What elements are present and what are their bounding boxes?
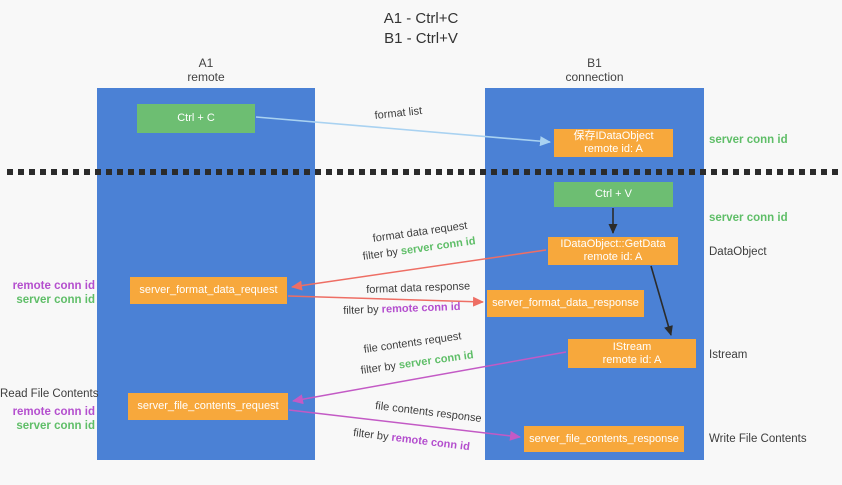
remote-conn-id-label: remote conn id bbox=[12, 280, 95, 292]
lane-header-b1: B1 connection bbox=[485, 56, 704, 84]
node-ctrl-c: Ctrl + C bbox=[137, 104, 255, 133]
lane-b1-name: B1 bbox=[587, 56, 602, 70]
node-file-response-label: server_file_contents_response bbox=[529, 432, 679, 445]
edge-label-filter-by-remote-2: filter by remote conn id bbox=[352, 427, 471, 454]
istream-label: Istream bbox=[709, 349, 748, 361]
node-istream-line2: remote id: A bbox=[602, 353, 662, 366]
server-conn-id-label: server conn id bbox=[16, 420, 95, 432]
left-conn-id-labels-top: remote conn id server conn id bbox=[8, 279, 95, 307]
server-conn-id-label: server conn id bbox=[16, 294, 95, 306]
lane-header-a1: A1 remote bbox=[97, 56, 315, 84]
node-ctrl-v: Ctrl + V bbox=[554, 182, 673, 207]
lane-b1-role: connection bbox=[565, 70, 624, 84]
node-ctrl-c-label: Ctrl + C bbox=[177, 112, 215, 124]
filter-by-text: filter by bbox=[343, 303, 382, 317]
write-file-contents-label: Write File Contents bbox=[709, 433, 807, 445]
node-save-idataobject-line1: 保存IDataObject bbox=[573, 130, 654, 142]
node-idataobject-getdata: IDataObject::GetData remote id: A bbox=[548, 237, 678, 265]
node-server-format-data-request: server_format_data_request bbox=[130, 277, 287, 304]
title-line-2: B1 - Ctrl+V bbox=[384, 30, 458, 47]
read-file-contents-label: Read File Contents bbox=[0, 388, 99, 400]
node-istream: IStream remote id: A bbox=[568, 339, 696, 368]
edge-label-format-data-response: format data response bbox=[366, 280, 471, 296]
node-ctrl-v-label: Ctrl + V bbox=[595, 188, 632, 200]
lane-a1-role: remote bbox=[187, 70, 225, 84]
edge-label-format-list: format list bbox=[374, 105, 423, 122]
remote-conn-id-text: remote conn id bbox=[390, 431, 471, 454]
node-file-request-label: server_file_contents_request bbox=[137, 400, 279, 412]
lane-a1-name: A1 bbox=[198, 56, 214, 70]
node-server-file-contents-request: server_file_contents_request bbox=[128, 393, 288, 420]
dataobject-label: DataObject bbox=[709, 246, 767, 258]
edge-label-filter-by-remote-1: filter by remote conn id bbox=[343, 301, 461, 318]
remote-conn-id-label: remote conn id bbox=[12, 406, 95, 418]
node-save-idataobject-line2: remote id: A bbox=[584, 143, 643, 155]
node-getdata-line1: IDataObject::GetData bbox=[560, 238, 666, 250]
filter-by-text: filter by bbox=[352, 427, 393, 444]
title-line-1: A1 - Ctrl+C bbox=[383, 10, 459, 27]
left-conn-id-labels-bottom: remote conn id server conn id bbox=[8, 405, 95, 433]
filter-by-text: filter by bbox=[360, 359, 400, 377]
remote-conn-id-text: remote conn id bbox=[381, 300, 461, 316]
node-server-file-contents-response: server_file_contents_response bbox=[524, 426, 684, 452]
node-server-format-data-response: server_format_data_response bbox=[487, 290, 644, 317]
node-save-idataobject: 保存IDataObject remote id: A bbox=[554, 129, 673, 157]
filter-by-text: filter by bbox=[362, 245, 402, 263]
server-conn-id-label-right-1: server conn id bbox=[709, 134, 788, 146]
diagram-title: A1 - Ctrl+C B1 - Ctrl+V bbox=[0, 9, 842, 49]
node-format-request-label: server_format_data_request bbox=[139, 284, 278, 296]
server-conn-id-text: server conn id bbox=[398, 349, 475, 372]
edge-label-file-contents-response: file contents response bbox=[374, 400, 483, 425]
node-getdata-line2: remote id: A bbox=[583, 251, 643, 263]
server-conn-id-label-right-2: server conn id bbox=[709, 212, 788, 224]
node-istream-line1: IStream bbox=[612, 340, 652, 353]
node-format-response-label: server_format_data_response bbox=[492, 297, 639, 309]
machine-boundary-dotted-line bbox=[7, 169, 839, 175]
